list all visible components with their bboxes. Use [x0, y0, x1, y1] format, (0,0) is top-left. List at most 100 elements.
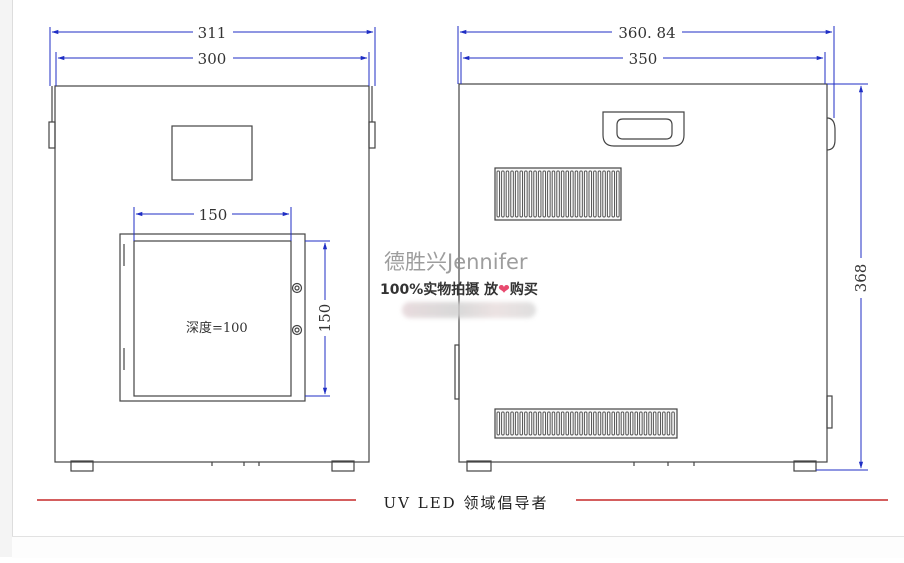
vent-slot — [501, 411, 505, 436]
vent-slot — [537, 170, 542, 218]
vent-slot — [528, 170, 533, 218]
side-carry-handle-grip — [616, 118, 673, 140]
vent-slot — [514, 411, 519, 436]
vent-slot — [583, 170, 588, 218]
vent-slot — [583, 411, 588, 436]
chamber-opening — [133, 240, 292, 397]
front-view — [48, 85, 376, 472]
vent-slot — [542, 411, 547, 436]
watermark-brand: 德胜兴Jennifer — [384, 250, 528, 274]
vent-slot — [556, 170, 560, 218]
vent-slot — [565, 411, 570, 436]
side-right-bump-bottom — [826, 395, 833, 429]
dim-label-side-outer-width: 360. 84 — [618, 24, 675, 42]
vent-slot — [510, 411, 514, 436]
door-knob-bottom-center — [294, 327, 300, 333]
vent-slot — [524, 411, 528, 436]
vent-slot — [662, 411, 666, 436]
vent-slot — [639, 411, 643, 436]
side-foot-right — [793, 460, 817, 472]
watermark-slogan-after: 购买 — [509, 282, 538, 298]
vent-slot — [519, 170, 524, 218]
front-dimension-labels: 311 300 150 150 深度=100 — [186, 23, 335, 336]
next-section-heading-cropped — [30, 549, 350, 563]
vent-slot — [537, 411, 542, 436]
vent-slot — [570, 170, 574, 218]
vent-slot — [588, 170, 593, 218]
vent-slot — [602, 170, 606, 218]
dim-label-opening-height: 150 — [316, 304, 334, 333]
dim-label-side-height: 368 — [852, 264, 870, 293]
vent-slot — [505, 170, 510, 218]
side-body-outline — [458, 83, 828, 463]
vent-slot — [652, 411, 657, 436]
vent-slot — [505, 411, 510, 436]
vent-slot — [547, 170, 551, 218]
left-toolbar-strip — [0, 0, 13, 557]
vent-slot — [560, 411, 565, 436]
vent-slot — [620, 411, 625, 436]
vent-slot — [657, 411, 662, 436]
side-carry-handle — [602, 111, 685, 147]
vent-slot — [634, 411, 639, 436]
side-foot-left — [466, 460, 492, 472]
vent-slot — [616, 170, 620, 218]
vent-slot — [579, 411, 583, 436]
vent-slot — [611, 411, 616, 436]
vent-slot — [496, 170, 501, 218]
vent-slot — [606, 411, 611, 436]
display-window — [171, 125, 253, 181]
watermark-slogan-before: 100%实物拍摄 放 — [380, 282, 499, 298]
vent-slot — [510, 170, 514, 218]
dim-label-outer-width: 311 — [198, 24, 227, 42]
vent-slot — [588, 411, 593, 436]
vent-slot — [629, 411, 634, 436]
side-right-bump-top — [826, 117, 836, 151]
door-knob-top — [291, 282, 303, 294]
vent-slot — [606, 170, 611, 218]
vent-slot — [643, 411, 648, 436]
side-dimension-labels: 360. 84 350 368 — [612, 23, 871, 298]
vent-slot — [519, 411, 524, 436]
front-body-outline — [54, 85, 370, 463]
watermark-blurred-text — [402, 302, 536, 318]
vent-slot — [560, 170, 565, 218]
next-section-bar — [12, 536, 904, 558]
vent-slot — [593, 411, 597, 436]
vent-slot — [565, 170, 570, 218]
vent-slot — [551, 411, 556, 436]
vent-slot — [574, 170, 579, 218]
vent-slot — [597, 411, 602, 436]
vent-slot — [533, 170, 537, 218]
vent-slot — [616, 411, 620, 436]
door-knob-bottom — [291, 324, 303, 336]
vent-slots — [496, 170, 675, 436]
front-foot-right — [331, 460, 355, 472]
footer-caption: UV LED 领域倡导者 — [360, 492, 572, 514]
chamber-door-outline — [119, 233, 306, 402]
vent-slot — [666, 411, 671, 436]
vent-slot — [551, 170, 556, 218]
vent-slot — [602, 411, 606, 436]
side-left-latch — [454, 344, 460, 400]
vent-slot — [597, 170, 602, 218]
vent-slot — [533, 411, 537, 436]
front-foot-left — [70, 460, 94, 472]
vent-slot — [648, 411, 652, 436]
vent-slot — [593, 170, 597, 218]
vent-slot — [547, 411, 551, 436]
vent-slot — [570, 411, 574, 436]
vent-slot — [574, 411, 579, 436]
vent-slot — [556, 411, 560, 436]
depth-label: 深度=100 — [186, 320, 248, 336]
vent-slot — [514, 170, 519, 218]
vent-slot — [611, 170, 616, 218]
dim-label-opening-width: 150 — [199, 206, 228, 224]
vent-slot — [625, 411, 629, 436]
door-knob-top-center — [294, 285, 300, 291]
front-right-handle-bracket — [368, 121, 376, 149]
dim-label-side-inner-width: 350 — [629, 50, 658, 68]
vent-slot — [671, 411, 675, 436]
